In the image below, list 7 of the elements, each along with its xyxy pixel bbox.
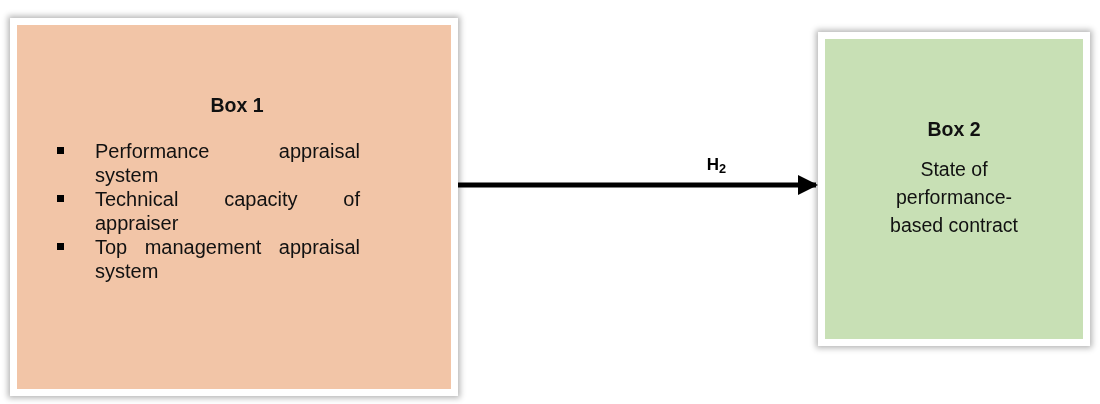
box-heading: Box 2 — [927, 117, 981, 142]
box-text: State of performance-based contract — [889, 157, 1019, 238]
list-item: Technical capacity of appraiser — [95, 187, 360, 235]
list-item: Top management appraisal system — [95, 235, 360, 283]
box-heading: Box 1 — [209, 93, 265, 117]
arrow — [458, 175, 818, 195]
list-item: Performance appraisal system — [95, 139, 360, 187]
